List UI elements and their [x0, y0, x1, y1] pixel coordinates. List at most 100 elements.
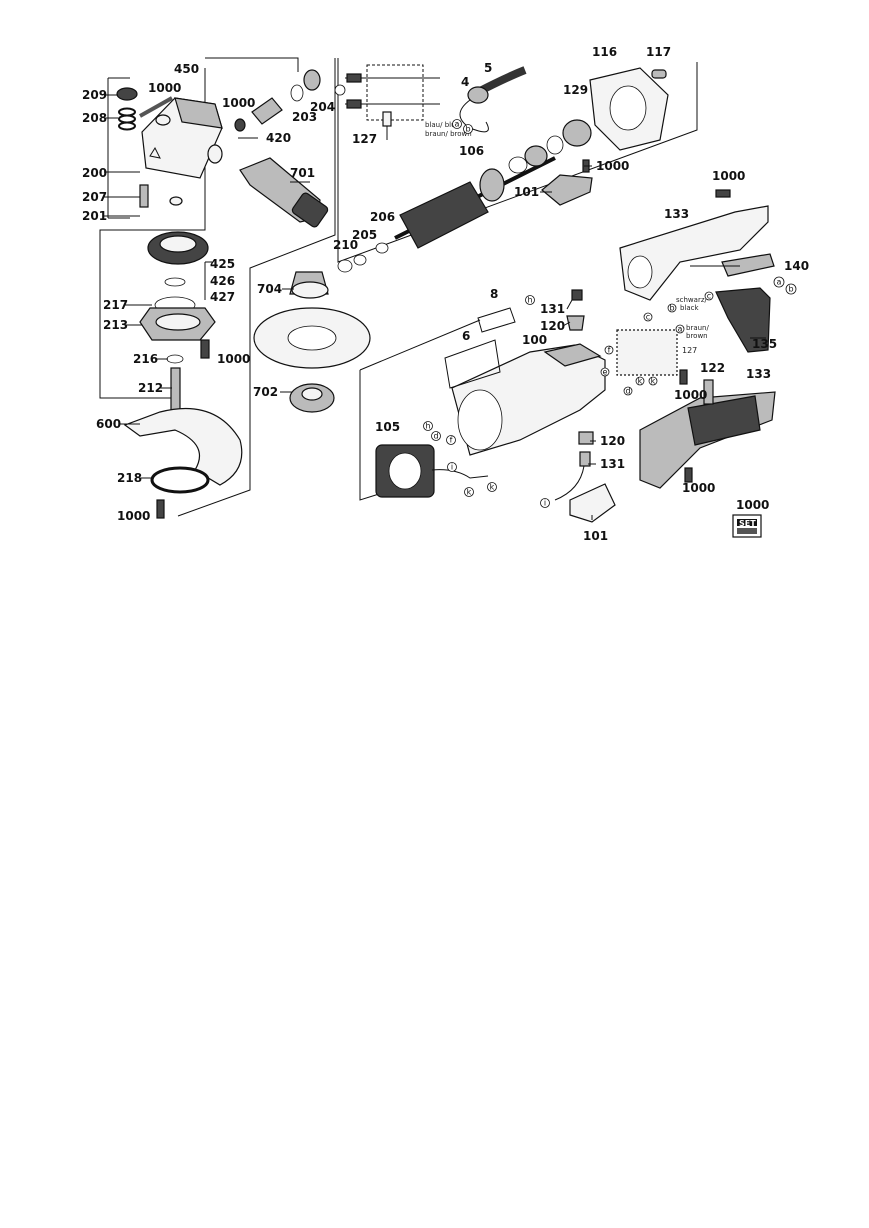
- svg-text:f: f: [608, 346, 611, 355]
- svg-text:i: i: [451, 463, 453, 472]
- marker-a: a: [773, 276, 785, 288]
- svg-text:k: k: [651, 377, 656, 386]
- svg-text:k: k: [638, 377, 643, 386]
- svg-text:c: c: [707, 292, 711, 301]
- label-133: 133: [746, 367, 771, 381]
- wire-brown-text-en: brown: [686, 332, 708, 340]
- wire-color-text: blau/ blue braun/ brown schwarz/ black b…: [425, 121, 709, 340]
- label-217: 217: [103, 298, 128, 312]
- svg-text:b: b: [788, 285, 793, 294]
- marker-d: d: [623, 387, 633, 396]
- svg-text:h: h: [425, 422, 430, 431]
- power-cord: [459, 66, 527, 133]
- svg-text:b: b: [465, 125, 470, 134]
- label-208: 208: [82, 111, 107, 125]
- marker-a: a: [452, 119, 462, 129]
- label-117: 117: [646, 45, 671, 59]
- flange-and-wheel: [253, 271, 371, 413]
- marker-c: c: [704, 292, 714, 301]
- label-1000: 1000: [682, 481, 715, 495]
- label-209: 209: [82, 88, 107, 102]
- label-213: 213: [103, 318, 128, 332]
- svg-text:i: i: [544, 499, 546, 508]
- marker-f: f: [604, 346, 614, 355]
- label-1000: 1000: [596, 159, 629, 173]
- motor-housing: [444, 307, 606, 456]
- label-600: 600: [96, 417, 121, 431]
- marker-h: h: [525, 295, 535, 305]
- svg-text:d: d: [433, 432, 438, 441]
- label-206: 206: [370, 210, 395, 224]
- wire-brown-text-de: braun/: [686, 324, 709, 332]
- set-badge: [732, 514, 762, 538]
- bearing-cover: [541, 67, 669, 206]
- label-1000: 1000: [222, 96, 255, 110]
- label-135: 135: [752, 337, 777, 351]
- svg-text:h: h: [527, 296, 532, 305]
- svg-text:d: d: [625, 387, 630, 396]
- label-701: 701: [290, 166, 315, 180]
- wire-blue-text: blau/ blue: [425, 121, 460, 129]
- label-1000-set: 1000: [736, 498, 769, 512]
- svg-text:f: f: [450, 436, 453, 445]
- label-101: 101: [514, 185, 539, 199]
- svg-text:a: a: [678, 325, 683, 334]
- label-450: 450: [174, 62, 199, 76]
- marker-b: b: [785, 283, 797, 295]
- label-425: 425: [210, 257, 235, 271]
- label-5: 5: [484, 61, 492, 75]
- label-116: 116: [592, 45, 617, 59]
- label-218: 218: [117, 471, 142, 485]
- rear-handle-top: [619, 189, 775, 301]
- label-106: 106: [459, 144, 484, 158]
- label-704: 704: [257, 282, 282, 296]
- leader-lines: [104, 94, 766, 520]
- label-205: 205: [352, 228, 377, 242]
- label-127: 127: [352, 132, 377, 146]
- svg-text:a: a: [777, 278, 782, 287]
- label-8: 8: [490, 287, 498, 301]
- armature: [337, 119, 592, 273]
- marker-b: b: [463, 124, 473, 134]
- marker-e: e: [600, 368, 610, 377]
- marker-d: d: [431, 431, 441, 441]
- connection-markers: a b a b h c b a c f e d k k h d f i k k …: [423, 119, 797, 508]
- label-120: 120: [540, 319, 565, 333]
- label-105: 105: [375, 420, 400, 434]
- screw-parts: [116, 69, 321, 208]
- label-1000: 1000: [674, 388, 707, 402]
- brush-cap-assembly: [554, 431, 616, 523]
- wheel-guard: [123, 408, 243, 519]
- label-207: 207: [82, 190, 107, 204]
- label-1000: 1000: [148, 81, 181, 95]
- label-210: 210: [333, 238, 358, 252]
- label-6: 6: [462, 329, 470, 343]
- marker-k: k: [487, 482, 497, 492]
- spiral-bevel-gear: [139, 231, 216, 431]
- label-200: 200: [82, 166, 107, 180]
- svg-text:c: c: [646, 313, 650, 322]
- wire-black-text-de: schwarz/: [676, 296, 707, 304]
- marker-i: i: [447, 462, 457, 472]
- svg-text:k: k: [467, 488, 472, 497]
- marker-k: k: [464, 487, 474, 497]
- label-122: 122: [700, 361, 725, 375]
- gear-head-cover: [141, 97, 223, 179]
- label-201: 201: [82, 209, 107, 223]
- label-420: 420: [266, 131, 291, 145]
- label-140: 140: [784, 259, 809, 273]
- marker-a: a: [675, 325, 685, 334]
- label-212: 212: [138, 381, 163, 395]
- marker-h: h: [423, 421, 433, 431]
- label-1000: 1000: [117, 509, 150, 523]
- label-120: 120: [600, 434, 625, 448]
- label-131: 131: [600, 457, 625, 471]
- svg-text:k: k: [490, 483, 495, 492]
- label-216: 216: [133, 352, 158, 366]
- label-101: 101: [583, 529, 608, 543]
- marker-k: k: [648, 377, 658, 386]
- label-1000: 1000: [217, 352, 250, 366]
- label-4: 4: [461, 75, 469, 89]
- panel-frames: [99, 57, 698, 517]
